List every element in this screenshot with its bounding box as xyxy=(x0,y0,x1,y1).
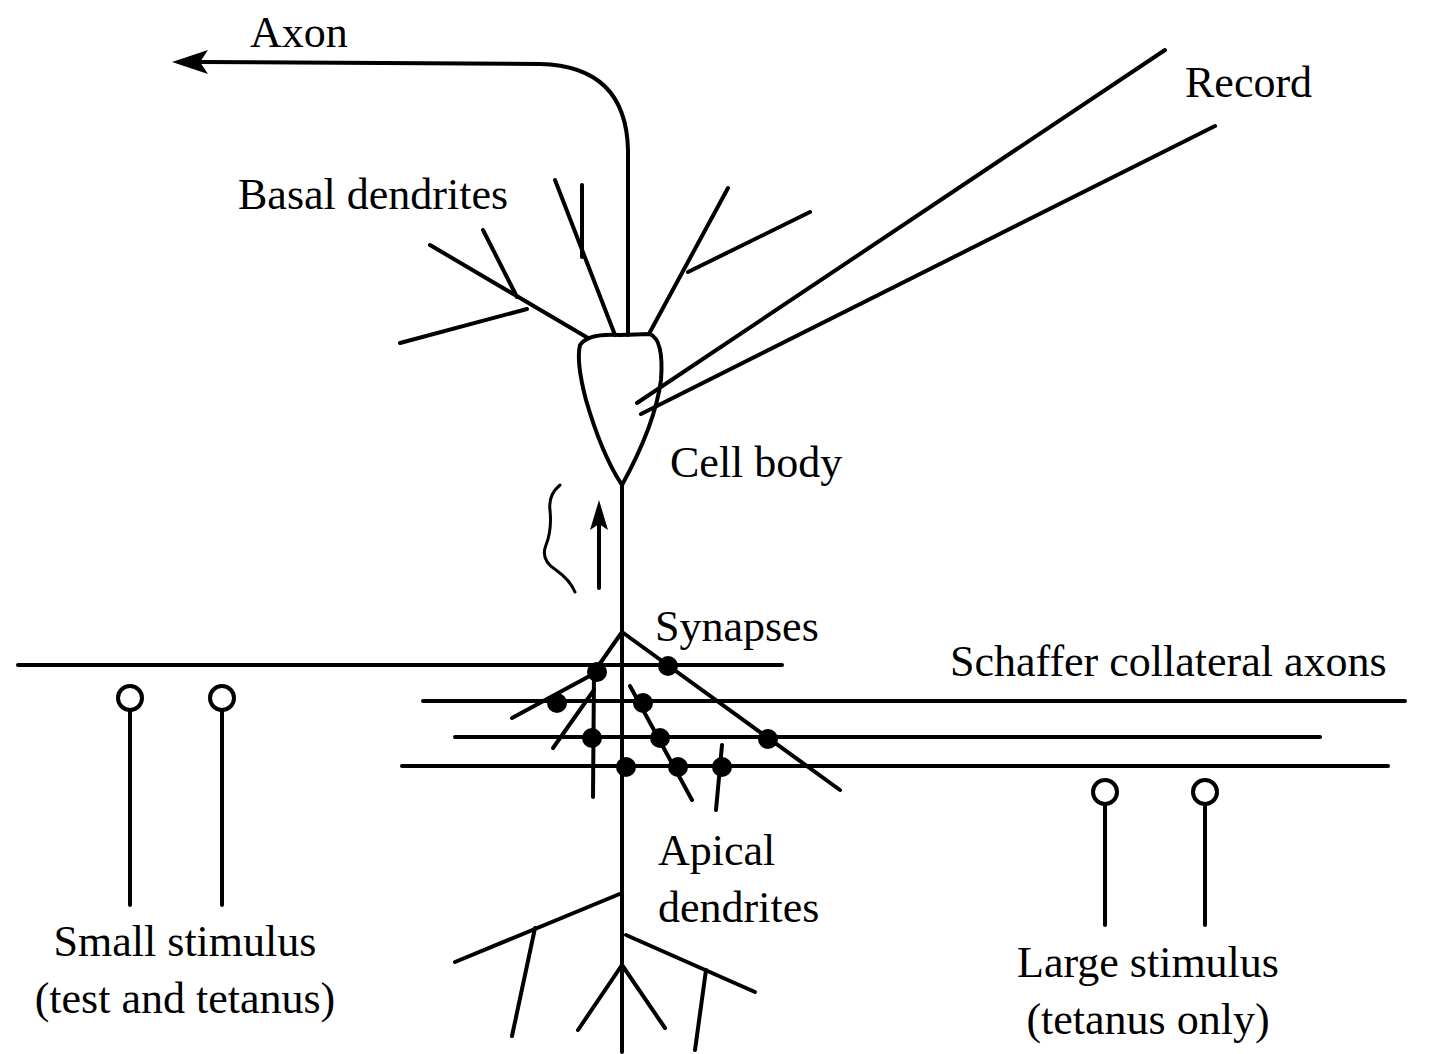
signal-wave xyxy=(544,485,575,592)
record-electrode xyxy=(641,126,1215,414)
axon-label: Axon xyxy=(250,4,348,61)
schaffer-label: Schaffer collateral axons xyxy=(950,633,1387,690)
cell-body-label: Cell body xyxy=(670,434,842,491)
apical-dendrites-label: Apical dendrites xyxy=(658,822,868,936)
cell-body-outline xyxy=(579,334,662,485)
axon-arrowhead xyxy=(172,50,208,74)
apical-branches xyxy=(512,632,840,810)
record-label: Record xyxy=(1185,54,1312,111)
signal-arrow xyxy=(597,525,601,588)
axon-line xyxy=(200,62,628,335)
large-stimulus-label: Large stimulus (tetanus only) xyxy=(983,934,1313,1048)
synapse-dots xyxy=(547,656,778,777)
small-stimulus-label: Small stimulus (test and tetanus) xyxy=(13,913,358,1027)
synapses-label: Synapses xyxy=(655,598,819,655)
record-electrode xyxy=(637,50,1165,403)
signal-arrowhead xyxy=(590,500,608,530)
basal-dendrites-label: Basal dendrites xyxy=(238,166,508,223)
